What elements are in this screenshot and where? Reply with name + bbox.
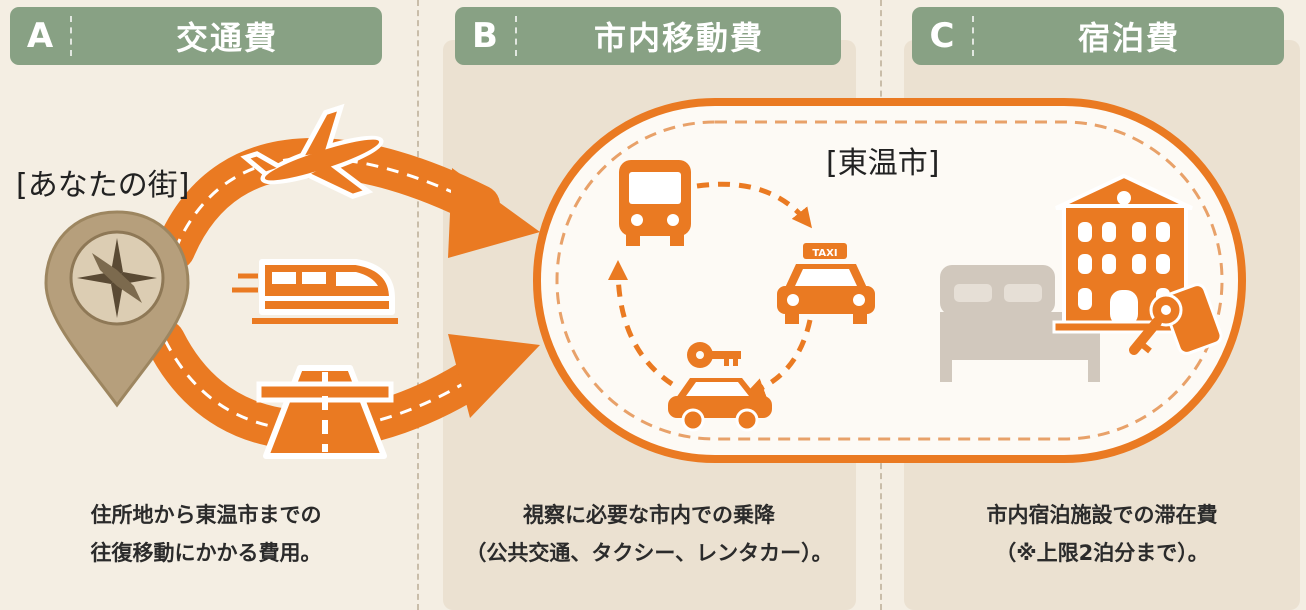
origin-label: [あなたの街] — [16, 168, 190, 203]
section-b-caption: 視察に必要な市内での乗降 （公共交通、タクシー、レンタカー）。 — [449, 496, 849, 572]
section-letter: C — [929, 16, 955, 56]
road-icon — [256, 365, 394, 459]
section-title: 宿泊費 — [1077, 19, 1180, 57]
taxi-icon — [777, 243, 875, 324]
section-c-caption: 市内宿泊施設での滞在費 （※上限2泊分まで）。 — [902, 496, 1302, 572]
airplane-icon — [240, 103, 384, 199]
caption-line: 視察に必要な市内での乗降 — [523, 503, 775, 527]
section-c-header: C 宿泊費 — [912, 7, 1284, 65]
section-b-header: B 市内移動費 — [455, 7, 841, 65]
key-icon — [687, 342, 741, 368]
bus-icon — [619, 160, 691, 246]
rental-car-icon — [668, 378, 772, 432]
compass-pin-icon — [44, 210, 190, 408]
tab-separator — [972, 16, 974, 56]
hotel-icon — [1052, 173, 1198, 334]
section-letter: B — [472, 16, 498, 56]
caption-line: 市内宿泊施設での滞在費 — [986, 503, 1218, 527]
tab-separator — [515, 16, 517, 56]
section-letter: A — [26, 16, 54, 56]
section-a-header: A 交通費 — [10, 7, 382, 65]
section-title: 交通費 — [175, 19, 278, 57]
key-icon — [1129, 283, 1223, 355]
caption-line: 住所地から東温市までの — [90, 503, 322, 527]
caption-line: （公共交通、タクシー、レンタカー）。 — [465, 541, 833, 565]
section-title: 市内移動費 — [593, 19, 764, 57]
divider — [417, 0, 419, 610]
taxi-sign-text: TAXI — [812, 248, 837, 259]
bullet-train-icon — [232, 259, 398, 324]
section-a-caption: 住所地から東温市までの 往復移動にかかる費用。 — [6, 496, 406, 572]
travel-arrow-top — [155, 138, 540, 270]
caption-line: 往復移動にかかる費用。 — [90, 541, 322, 565]
local-transport-loop — [608, 181, 813, 398]
city-label: [東温市] — [826, 146, 940, 181]
tab-separator — [70, 16, 72, 56]
city-boundary — [533, 98, 1246, 463]
caption-line: （※上限2泊分まで）。 — [995, 541, 1209, 565]
